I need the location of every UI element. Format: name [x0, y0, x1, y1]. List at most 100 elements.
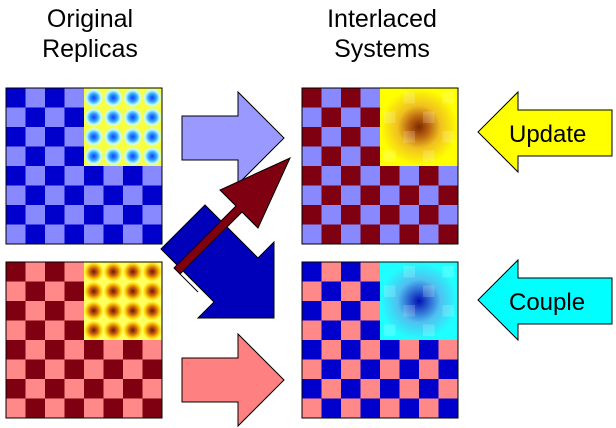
grid-cell: [341, 205, 361, 225]
grid-cell: [360, 107, 381, 128]
pattern-spot: [84, 127, 104, 147]
grid-cell: [45, 301, 65, 321]
interlaced-top-system-panel: [301, 87, 459, 245]
grid-cell: [64, 320, 85, 341]
update-arrow: [477, 90, 613, 174]
grid-cell: [6, 185, 26, 206]
pattern-spot: [142, 262, 162, 282]
grid-cell: [360, 359, 381, 380]
grid-cell: [399, 224, 420, 245]
grid-cell: [399, 379, 420, 399]
grid-cell: [25, 359, 46, 380]
grid-cell: [438, 340, 459, 360]
grid-cell: [419, 185, 439, 206]
grid-cell: [45, 281, 65, 302]
grid-cell: [45, 398, 65, 419]
pattern-spot: [84, 146, 104, 166]
pattern-spot: [84, 107, 104, 127]
grid-cell: [6, 166, 26, 186]
grid-cell: [45, 359, 65, 380]
grid-cell: [302, 301, 322, 321]
grid-cell: [123, 224, 143, 245]
grid-cell: [321, 398, 342, 419]
pattern-spot: [123, 301, 143, 321]
grid-cell: [438, 398, 459, 419]
blob-pixel: [403, 131, 415, 143]
grid-cell: [25, 398, 46, 419]
grid-cell: [360, 281, 381, 302]
grid-cell: [302, 281, 322, 302]
grid-cell: [103, 166, 124, 186]
grid-cell: [142, 224, 163, 245]
couple-arrow: [477, 258, 613, 342]
grid-cell: [25, 340, 46, 360]
grid-cell: [419, 359, 439, 380]
grid-cell: [25, 146, 46, 167]
panel-border: [5, 87, 163, 245]
grid-cell: [360, 320, 381, 341]
grid-cell: [302, 146, 322, 167]
grid-cell: [341, 146, 361, 167]
grid-cell: [360, 379, 381, 399]
grid-cell: [321, 224, 342, 245]
grid-cell: [438, 185, 459, 206]
blob-pixel: [403, 266, 415, 278]
grid-cell: [360, 88, 381, 108]
grid-cell: [84, 359, 104, 380]
grid-cell: [25, 379, 46, 399]
grid-cell: [142, 379, 163, 399]
pattern-spot: [142, 320, 162, 340]
grid-cell: [6, 107, 26, 128]
grid-cell: [6, 88, 26, 108]
grid-cell: [64, 281, 85, 302]
grid-cell: [321, 205, 342, 225]
grid-cell: [25, 205, 46, 225]
grid-cell: [438, 205, 459, 225]
grid-cell: [45, 107, 65, 128]
grid-cell: [123, 185, 143, 206]
grid-cell: [142, 359, 163, 380]
grid-cell: [302, 320, 322, 341]
grid-cell: [84, 185, 104, 206]
grid-cell: [341, 88, 361, 108]
original-replicas-heading: Original Replicas: [20, 4, 160, 64]
grid-cell: [6, 320, 26, 341]
blob-gradient: [380, 262, 458, 340]
pattern-spot: [103, 88, 123, 108]
grid-cell: [142, 166, 163, 186]
grid-cell: [380, 166, 400, 186]
pattern-spot: [142, 107, 162, 127]
grid-cell: [302, 262, 322, 282]
grid-cell: [341, 185, 361, 206]
pattern-spot: [84, 262, 104, 282]
grid-cell: [103, 185, 124, 206]
grid-cell: [341, 301, 361, 321]
grid-cell: [84, 379, 104, 399]
grid-cell: [45, 88, 65, 108]
grid-cell: [25, 301, 46, 321]
grid-cell: [25, 88, 46, 108]
grid-cell: [380, 185, 400, 206]
grid-cell: [321, 340, 342, 360]
grid-cell: [341, 107, 361, 128]
pattern-spot: [103, 320, 123, 340]
grid-cell: [399, 398, 420, 419]
pattern-spot: [123, 88, 143, 108]
grid-cell: [321, 88, 342, 108]
grid-cell: [302, 398, 322, 419]
grid-cell: [341, 281, 361, 302]
original-red-replica-panel: [5, 261, 163, 419]
grid-cell: [341, 262, 361, 282]
panel-border: [301, 87, 459, 245]
grid-cell: [341, 224, 361, 245]
grid-cell: [341, 166, 361, 186]
grid-cell: [321, 320, 342, 341]
grid-cell: [142, 398, 163, 419]
grid-cell: [64, 205, 85, 225]
pattern-spot: [123, 146, 143, 166]
grid-cell: [399, 205, 420, 225]
grid-cell: [360, 301, 381, 321]
grid-cell: [341, 359, 361, 380]
grid-cell: [84, 205, 104, 225]
grid-cell: [103, 398, 124, 419]
